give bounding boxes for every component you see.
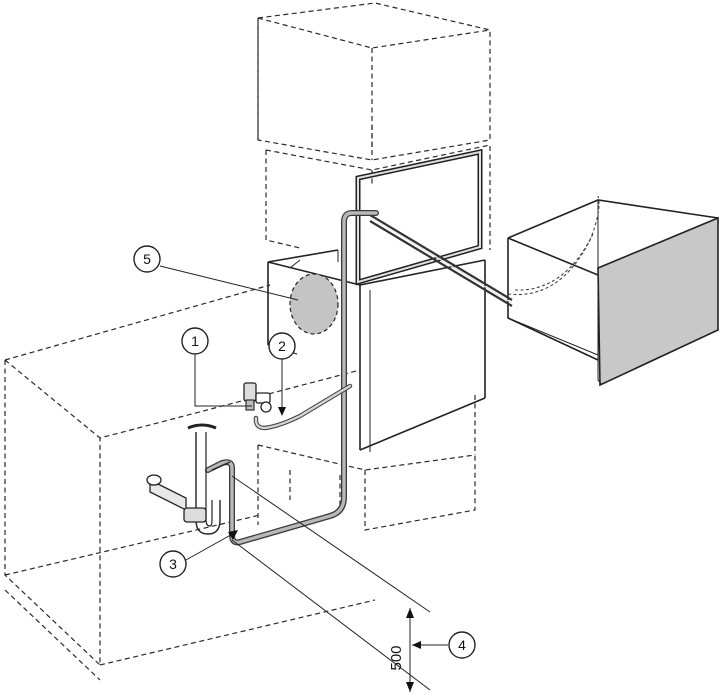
water-tap (243, 382, 272, 413)
dimension-guides (231, 475, 448, 692)
upper-cabinet (257, 2, 491, 161)
callout-4-label: 4 (458, 637, 466, 653)
frame-outline (355, 148, 483, 286)
base-cabinet (4, 284, 376, 681)
inlet-hose (253, 383, 353, 431)
callout-1-label: 1 (191, 333, 199, 349)
drawer (507, 199, 719, 387)
tall-housing-lower (257, 395, 476, 531)
callout-4: 4 (448, 631, 476, 659)
middle-cabinet (265, 125, 491, 250)
area-5-highlight (289, 273, 339, 335)
callout-leaders (159, 265, 299, 561)
callout-2-label: 2 (278, 338, 286, 354)
dimension-label: 500 (388, 645, 405, 670)
drain-hose (205, 210, 379, 546)
sink-siphon (146, 423, 231, 535)
drawer-hose-path (507, 195, 600, 296)
callout-5-label: 5 (143, 251, 151, 267)
callout-2: 2 (268, 332, 296, 360)
drawer-rails (369, 214, 513, 307)
callout-1: 1 (181, 327, 209, 355)
callout-3-label: 3 (169, 556, 177, 572)
callout-3: 3 (159, 550, 187, 578)
callout-5: 5 (133, 245, 161, 273)
